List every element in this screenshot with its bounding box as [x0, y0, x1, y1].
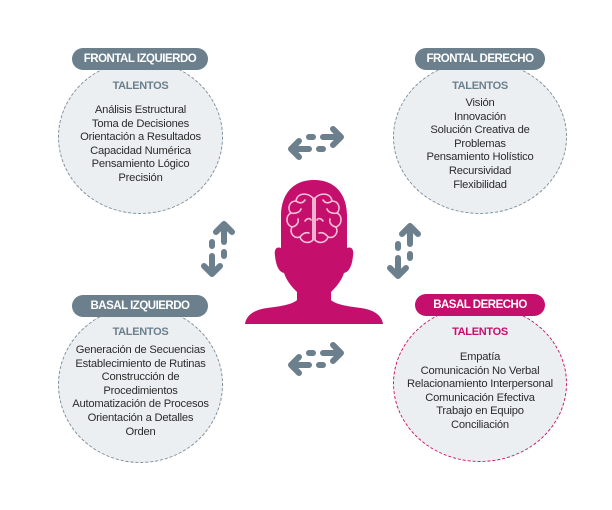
circle-basal-izquierdo — [58, 306, 223, 463]
talent-item: Pensamiento Lógico — [91, 158, 190, 171]
talent-item: Orden — [125, 425, 156, 438]
talent-item: Toma de Decisiones — [91, 117, 190, 130]
talent-item: Comunicación Efectiva — [425, 391, 535, 404]
circle-frontal-izquierdo — [58, 60, 223, 214]
talent-item: Automatización de Procesos — [72, 398, 209, 411]
title-basal-derecho: BASAL DERECHO — [415, 294, 545, 316]
talent-item: Orientación a Resultados — [80, 131, 201, 144]
talent-item: Recursividad — [448, 164, 512, 177]
talent-item: Empatía — [459, 351, 501, 363]
talent-item: Conciliación — [451, 418, 509, 431]
talent-item: Análisis Estructural — [94, 104, 187, 116]
talent-item: Procedimientos — [103, 384, 178, 397]
talent-item: Problemas — [454, 137, 506, 150]
brain-icon — [286, 193, 342, 244]
bidirectional-arrow-top-icon — [288, 126, 344, 160]
bidirectional-arrow-bottom-icon — [288, 342, 344, 376]
talents-list-basal-derecho: Empatía Comunicación No Verbal Relaciona… — [393, 351, 567, 433]
talents-heading-frontal-izquierdo: TALENTOS — [112, 80, 169, 92]
talent-item: Comunicación No Verbal — [420, 364, 540, 377]
talent-item: Orientación a Detalles — [87, 411, 194, 424]
talent-item: Capacidad Numérica — [90, 144, 191, 157]
title-frontal-izquierdo: FRONTAL IZQUIERDO — [72, 48, 208, 70]
talents-heading-basal-derecho: TALENTOS — [452, 326, 508, 338]
talent-item: Precisión — [118, 171, 163, 184]
talent-item: Flexibilidad — [453, 178, 507, 191]
talent-item: Visión — [465, 97, 495, 109]
talent-item: Trabajo en Equipo — [436, 405, 524, 418]
circle-basal-derecho — [393, 305, 567, 462]
talent-item: Establecimiento de Rutinas — [75, 357, 206, 370]
circle-frontal-derecho — [393, 60, 567, 214]
person-silhouette — [245, 180, 383, 324]
talents-list-frontal-izquierdo: Análisis Estructural Toma de Decisiones … — [58, 104, 223, 186]
talents-heading-basal-izquierdo: TALENTOS — [112, 326, 169, 338]
person-with-brain-icon — [245, 180, 383, 324]
title-frontal-derecho: FRONTAL DERECHO — [415, 48, 545, 70]
talent-item: Pensamiento Holístico — [426, 151, 534, 164]
talent-item: Generación de Secuencias — [75, 344, 206, 356]
bidirectional-arrow-right-icon — [387, 223, 421, 279]
talents-heading-frontal-derecho: TALENTOS — [452, 80, 508, 92]
talents-list-basal-izquierdo: Generación de Secuencias Establecimiento… — [58, 344, 223, 439]
bidirectional-arrow-left-icon — [201, 221, 235, 277]
talent-item: Construcción de — [101, 371, 180, 384]
talents-list-frontal-derecho: Visión Innovación Solución Creativa de P… — [393, 97, 567, 192]
talent-item: Solución Creativa de — [430, 124, 530, 137]
talent-item: Relacionamiento Interpersonal — [407, 378, 553, 391]
title-basal-izquierdo: BASAL IZQUIERDO — [72, 295, 208, 317]
talent-item: Innovación — [453, 110, 507, 123]
